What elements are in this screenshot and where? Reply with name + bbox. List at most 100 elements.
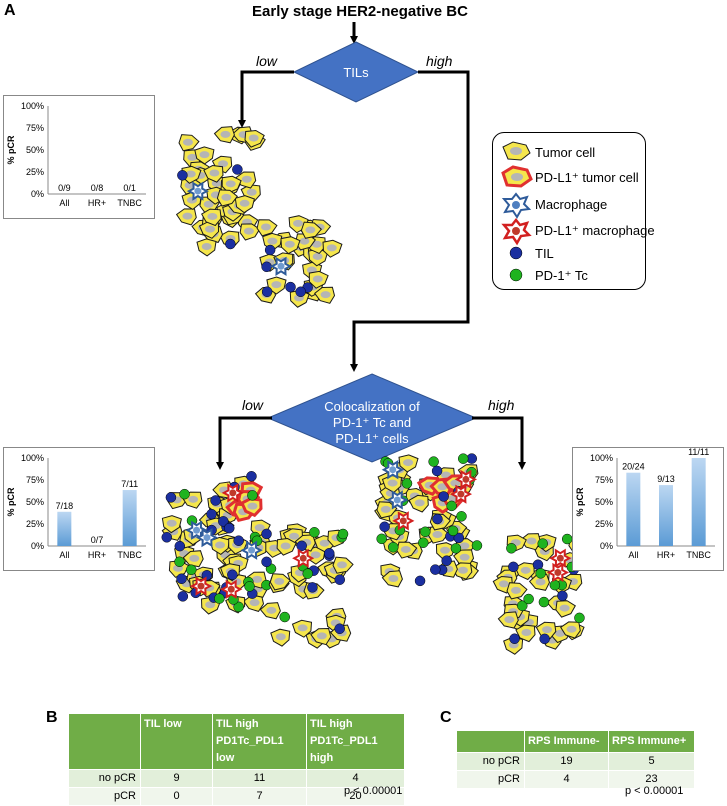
panel-c-pvalue: p < 0.00001 [625, 785, 684, 797]
cell-nucleus [414, 499, 425, 507]
cell-nucleus [252, 575, 263, 583]
panel-b-row-label: pCR [68, 787, 141, 806]
data-label: 9/13 [657, 474, 675, 484]
legend-item-pdl1-macrophage: PD-L1⁺ macrophage [501, 217, 655, 246]
pd1-tc-cell [337, 528, 349, 540]
panel-b-header-0 [68, 713, 141, 770]
pd1-tc-cell [244, 581, 255, 592]
til-cell [431, 465, 443, 477]
pd1-tc-icon [509, 268, 523, 282]
pd1-tc-cell [233, 601, 244, 613]
cell-nucleus [299, 237, 310, 245]
cell-nucleus [311, 240, 322, 248]
cell-nucleus [520, 566, 531, 574]
y-axis-label: % pCR [6, 487, 16, 517]
cell-nucleus [388, 574, 399, 582]
cell-nucleus [207, 212, 218, 220]
til-cell [379, 521, 390, 533]
til-cell [165, 492, 177, 503]
til-cell [233, 535, 244, 546]
macrophage-core [193, 526, 201, 534]
panel-b-cell: 9 [140, 769, 213, 788]
data-label: 0/7 [91, 535, 104, 545]
cell-nucleus [209, 169, 220, 177]
y-axis-label: % pCR [6, 135, 16, 165]
til-cell [227, 569, 238, 581]
cell-nucleus [239, 199, 250, 207]
til-cell [453, 532, 465, 544]
panel-b-cell: 4 [306, 769, 405, 788]
cell-nucleus [459, 542, 470, 550]
pd1-tc-cell [457, 453, 469, 464]
y-tick-label: 100% [21, 453, 44, 463]
cell-nucleus [266, 606, 277, 614]
pd1-tc-cell [523, 593, 534, 605]
y-tick-label: 25% [595, 519, 613, 529]
y-tick-label: 50% [26, 497, 44, 507]
cell-nucleus [211, 179, 222, 187]
cell-nucleus [199, 151, 210, 159]
arrow-tils-low [238, 70, 294, 128]
panel-c-row-label: no pCR [456, 752, 525, 771]
cell-nucleus [403, 459, 414, 467]
cell-nucleus [542, 626, 553, 634]
til-cell [176, 573, 187, 584]
til-cell [334, 574, 346, 585]
til-cell [174, 540, 186, 552]
cell-nucleus [275, 633, 286, 641]
x-tick-label: HR+ [88, 550, 106, 560]
y-tick-label: 50% [595, 497, 613, 507]
panel-b-cell: 7 [212, 787, 307, 806]
cell-nucleus [271, 281, 282, 289]
cell-nucleus [225, 180, 236, 188]
pd1-tc-cell [447, 525, 459, 537]
legend-label-pd1-tc: PD-1⁺ Tc [535, 268, 588, 283]
til-cell [509, 633, 520, 644]
cell-nucleus [437, 483, 448, 491]
pd1-tc-cell [418, 537, 429, 548]
legend-item-macrophage: Macrophage [501, 192, 607, 219]
arrow-tils-high [350, 70, 470, 372]
macrophage-core [277, 262, 285, 270]
legend-item-pd1-tc: PD-1⁺ Tc [509, 268, 588, 283]
macrophage-core [399, 517, 407, 525]
til-cell [508, 561, 519, 573]
y-tick-label: 75% [595, 475, 613, 485]
cell-nucleus [184, 181, 195, 189]
macrophage-core [248, 546, 256, 554]
panel-c-header-2: RPS Immune+ [608, 730, 695, 753]
legend-item-til: TIL [509, 246, 554, 261]
pd1-tc-cell [456, 511, 467, 522]
cell-nucleus [284, 240, 295, 248]
pd1-tc-cell [535, 568, 546, 579]
til-cell [210, 495, 221, 506]
cell-nucleus [450, 479, 461, 487]
til-cell [201, 570, 213, 581]
cell-nucleus [205, 601, 216, 609]
panel-c-cell: 23 [608, 770, 695, 789]
bar [122, 490, 137, 546]
macrophage-core [229, 489, 237, 497]
pd1-tc-cell [471, 540, 483, 551]
coloc-high-label: high [488, 397, 515, 413]
y-tick-label: 100% [590, 453, 613, 463]
cell-nucleus [243, 227, 254, 235]
panel-c-row-label: pCR [456, 770, 525, 789]
legend-label-macrophage: Macrophage [535, 197, 607, 212]
pd1-tc-cell [388, 542, 399, 553]
til-cell [261, 556, 272, 568]
macrophage-core [389, 466, 397, 474]
pd1-tc-cell [517, 600, 528, 612]
tissue-coloc-low [161, 471, 354, 649]
cell-nucleus [400, 545, 411, 553]
til-icon [509, 246, 523, 260]
cell-nucleus [440, 471, 451, 479]
legend-label-tumor-cell: Tumor cell [535, 145, 595, 160]
cell-nucleus [504, 616, 515, 624]
cell-nucleus [166, 519, 177, 527]
macrophage-core [194, 187, 202, 195]
